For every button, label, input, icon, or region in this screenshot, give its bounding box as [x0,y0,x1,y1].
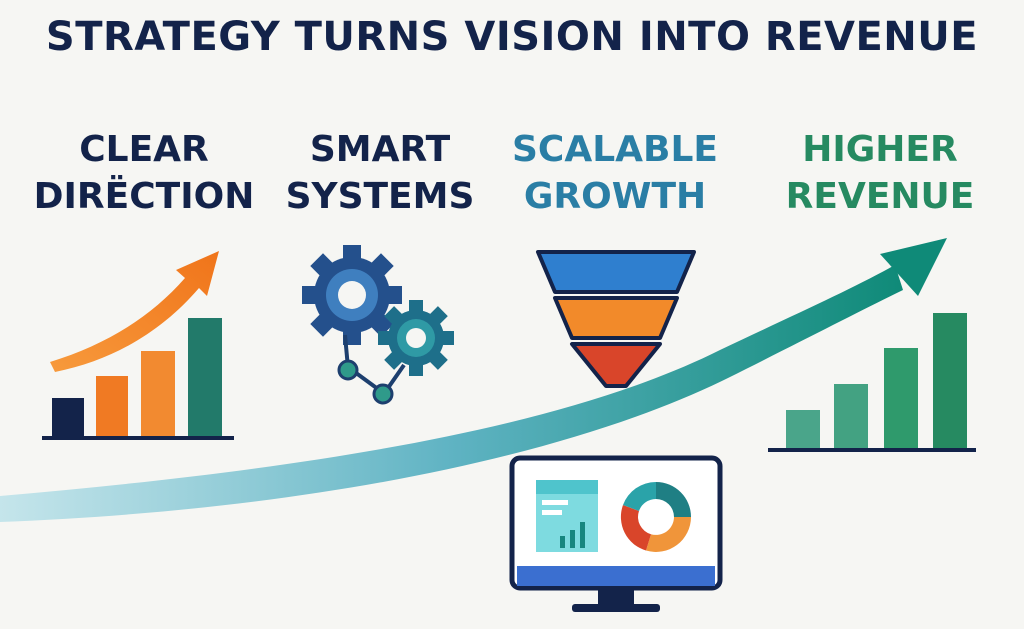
step-label-scalable-growth: SCALABLE GROWTH [500,126,730,220]
dashboard-monitor-icon [509,455,723,612]
swoosh-arrow-icon [0,238,947,522]
step-label-line: GROWTH [523,176,707,217]
step-label-higher-revenue: HIGHER REVENUE [760,126,1000,220]
step-label-smart-systems: SMART SYSTEMS [265,126,495,220]
step-label-line: CLEAR [79,129,209,170]
rising-bar-chart-icon [42,251,234,440]
growth-bar-chart-icon [768,313,976,452]
connected-gears-icon [302,245,454,405]
step-label-line: SCALABLE [512,129,718,170]
step-label-line: SYSTEMS [285,176,475,217]
step-label-line: HIGHER [802,129,958,170]
step-label-line: SMART [309,129,451,170]
step-label-line: DIRЁCTION [33,176,255,217]
page-title: STRATEGY TURNS VISION INTO REVENUE [45,14,979,60]
step-label-clear-direction: CLEAR DIRЁCTION [30,126,258,220]
funnel-icon [536,250,696,388]
step-label-line: REVENUE [785,176,975,217]
